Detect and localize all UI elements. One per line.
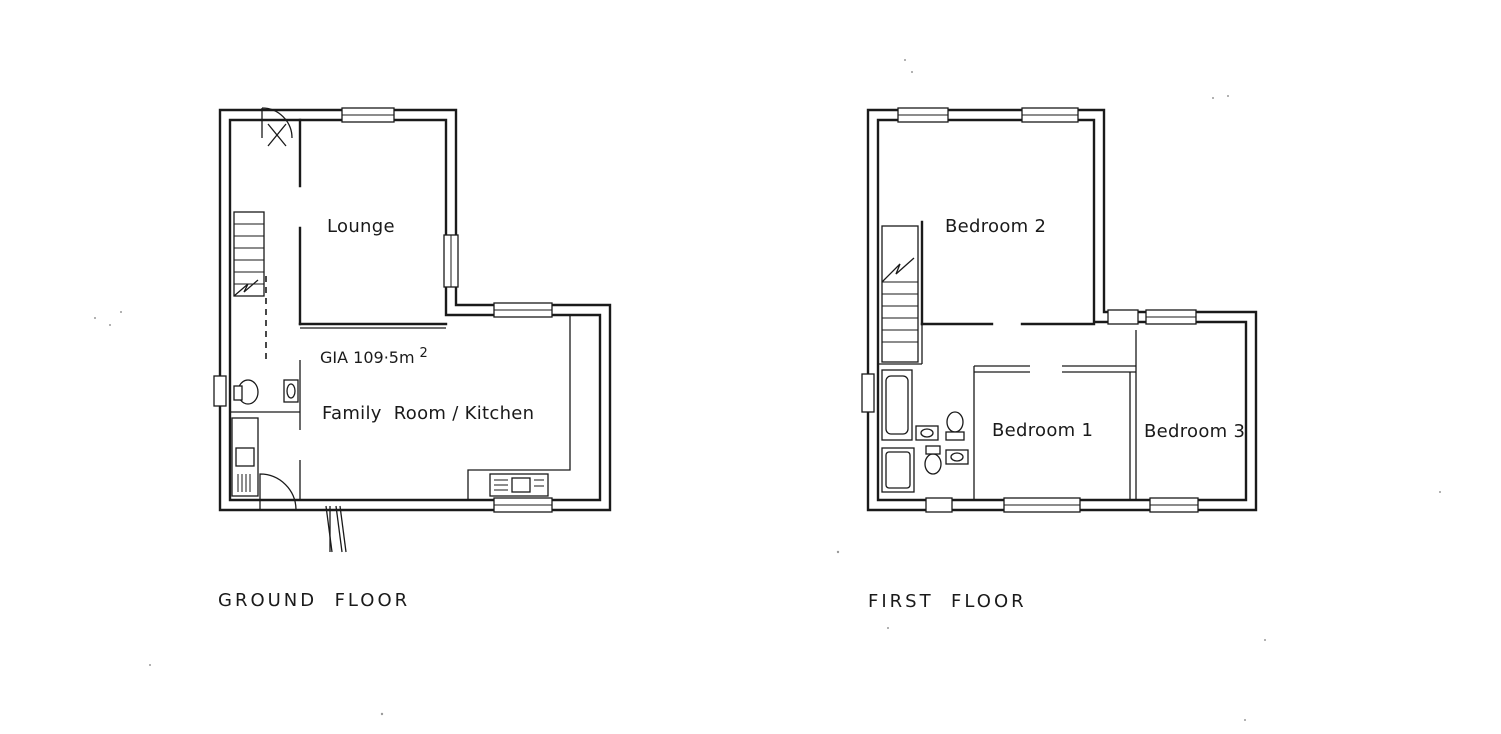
first-floor-stairs xyxy=(881,225,919,363)
ground-floor-caption: GROUND FLOOR xyxy=(218,590,410,611)
ground-floor-windows xyxy=(213,107,553,513)
room-label-bedroom-1: Bedroom 1 xyxy=(992,420,1093,441)
ground-floor-doors xyxy=(259,107,347,553)
first-floor-caption: FIRST FLOOR xyxy=(868,591,1027,612)
first-floor-walls xyxy=(866,108,1258,512)
ground-floor-walls xyxy=(218,108,612,512)
room-label-bedroom-2: Bedroom 2 xyxy=(945,216,1046,237)
first-floor-windows xyxy=(861,107,1199,513)
ground-floor-fixtures xyxy=(231,379,549,497)
room-label-lounge: Lounge xyxy=(327,216,395,237)
room-label-family-room-kitchen: Family Room / Kitchen xyxy=(322,403,534,424)
room-label-bedroom-3: Bedroom 3 xyxy=(1144,421,1245,442)
ground-floor-stairs xyxy=(233,211,267,364)
scan-noise xyxy=(94,59,1441,721)
first-floor-plan: Bedroom 2 Bedroom 1 Bedroom 3 FIRST FLOO… xyxy=(861,107,1258,612)
first-floor-bathroom-fixtures xyxy=(881,369,969,493)
